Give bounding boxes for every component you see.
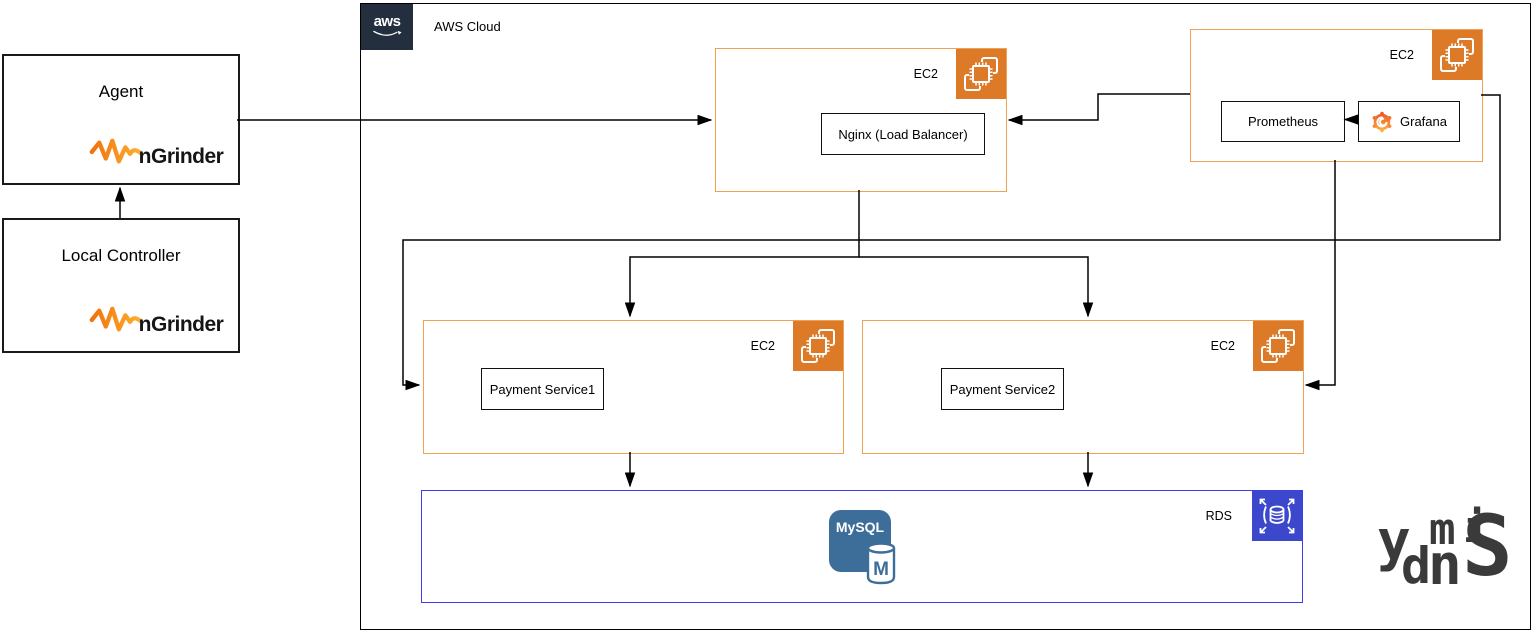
ec2-group-label: EC2	[1210, 339, 1235, 353]
ec2-group-label: EC2	[750, 339, 775, 353]
mysql-wordmark: MySQL	[835, 519, 885, 535]
local-controller-node: Local Controller nGrinder	[2, 218, 240, 353]
grafana-label: Grafana	[1400, 114, 1447, 129]
ngrinder-wave-icon	[89, 305, 145, 335]
agent-node: Agent nGrinder	[2, 54, 240, 185]
local-controller-title: Local Controller	[61, 246, 181, 265]
aws-logo-icon: aws	[361, 4, 413, 50]
watermark-letter: m	[1429, 504, 1456, 555]
ec2-group-nginx: EC2 Nginx (Load Balancer)	[715, 48, 1007, 192]
ec2-group-payment1: EC2 Payment Service1	[423, 320, 844, 454]
mysql-logo: MySQL M	[829, 505, 901, 585]
payment-service1-label: Payment Service1	[489, 381, 596, 397]
nginx-service-label: Nginx (Load Balancer)	[838, 126, 968, 142]
watermark-letter: i	[1463, 502, 1490, 553]
watermark-letter: y	[1377, 509, 1411, 574]
grafana-icon	[1372, 111, 1392, 132]
payment-service2-label: Payment Service2	[949, 381, 1056, 397]
prometheus-label: Prometheus	[1247, 114, 1319, 129]
aws-logo-text: aws	[373, 13, 401, 30]
ngrinder-logo-text: nGrinder	[138, 145, 224, 168]
ec2-group-label: EC2	[913, 67, 938, 81]
ec2-icon	[793, 321, 843, 371]
mysql-cylinder-letter: M	[873, 559, 889, 580]
rds-group-label: RDS	[1205, 509, 1232, 523]
aws-smile-icon	[373, 30, 402, 36]
payment-service2-box: Payment Service2	[941, 368, 1064, 410]
mysql-cylinder-icon: M	[866, 542, 896, 585]
prometheus-box: Prometheus	[1221, 101, 1345, 142]
aws-cloud-title: AWS Cloud	[434, 19, 501, 34]
ec2-group-monitoring: EC2 Prometheus Grafana	[1190, 29, 1483, 162]
payment-service1-box: Payment Service1	[481, 368, 604, 410]
ec2-icon	[1253, 321, 1303, 371]
ec2-group-label: EC2	[1389, 48, 1414, 62]
ec2-icon	[956, 49, 1006, 99]
ngrinder-wave-icon	[89, 137, 145, 167]
ec2-group-payment2: EC2 Payment Service2	[862, 320, 1304, 454]
rds-icon	[1252, 491, 1302, 541]
ngrinder-logo: nGrinder	[89, 305, 224, 337]
watermark-letter: S	[1462, 497, 1513, 595]
grafana-box: Grafana	[1358, 101, 1460, 142]
agent-title: Agent	[98, 82, 144, 101]
nginx-service-box: Nginx (Load Balancer)	[821, 113, 985, 155]
ec2-icon	[1432, 30, 1482, 80]
watermark-letter: d	[1401, 537, 1432, 595]
ngrinder-logo-text: nGrinder	[138, 313, 224, 336]
watermark-letter: n	[1428, 533, 1462, 598]
ngrinder-logo: nGrinder	[89, 137, 224, 169]
